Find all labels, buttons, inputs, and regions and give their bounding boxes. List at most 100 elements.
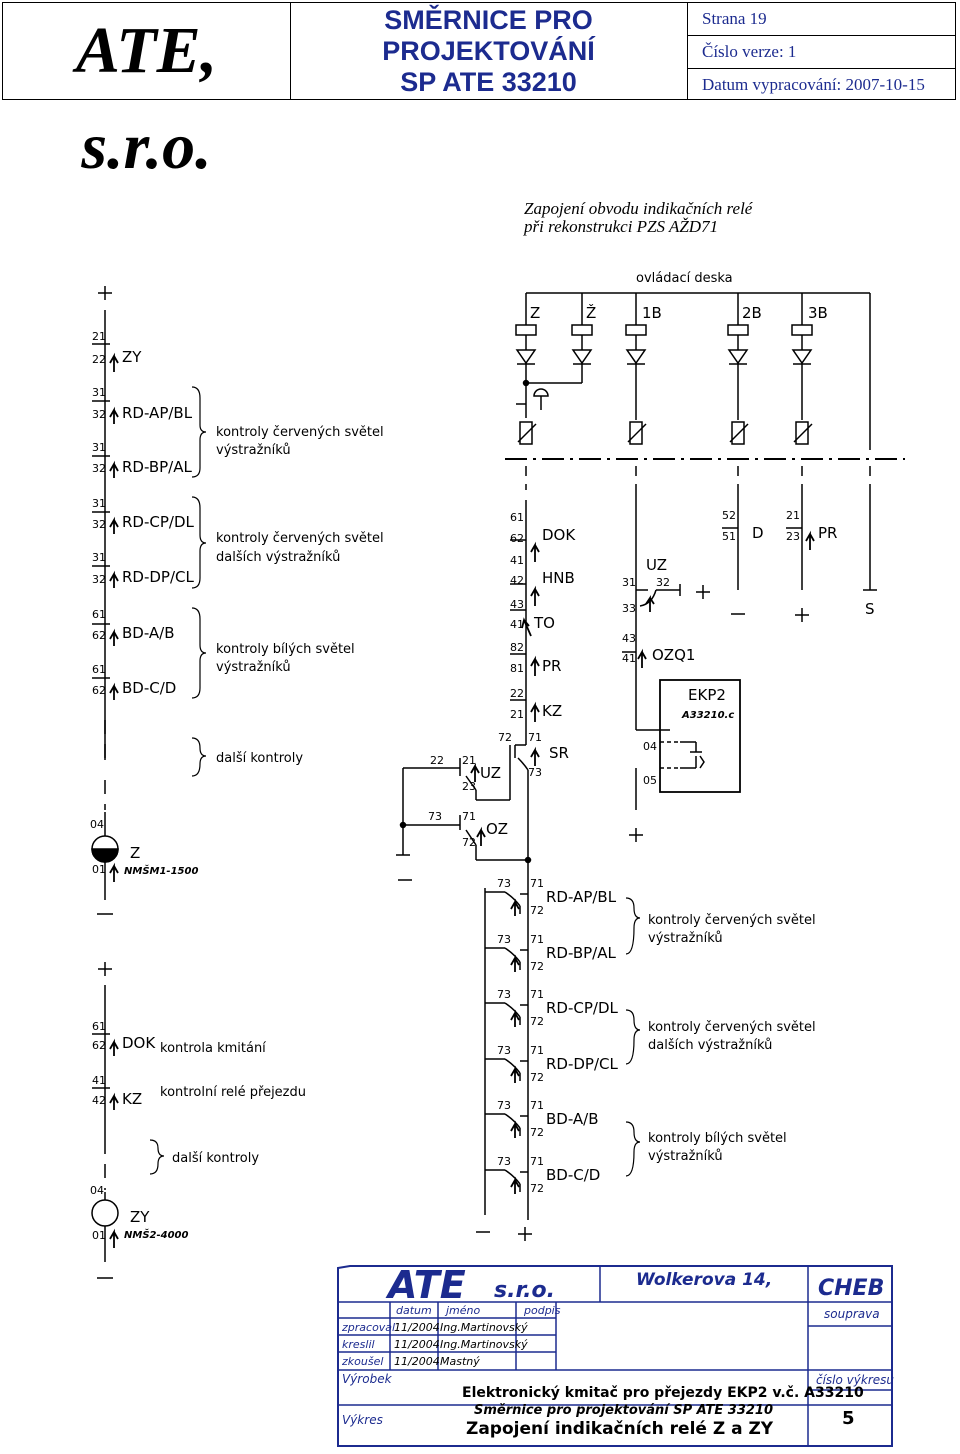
relay-label: DOK: [122, 1034, 156, 1052]
group-label: kontroly červených světel: [648, 1020, 816, 1035]
contact-number: 73: [497, 1155, 511, 1168]
contact-number: 32: [92, 573, 106, 586]
contact-number: 22: [430, 754, 444, 767]
terminal-number: 05: [643, 774, 657, 787]
relay-label: D: [752, 524, 764, 542]
contact-number: 73: [428, 810, 442, 823]
contact-blade: [504, 1169, 521, 1185]
relay-label: RD-AP/BL: [122, 404, 193, 422]
contact-number: 32: [656, 576, 670, 589]
contact-arrow: [510, 954, 520, 972]
contact-number: 01: [92, 1229, 106, 1242]
contact-number: 22: [510, 687, 524, 700]
contact-number: 41: [510, 618, 524, 631]
right-circuit: 31 32 UZ 33 43 41 OZQ1 EKP2 A33210.c 04 …: [622, 490, 877, 842]
relay-label: DOK: [542, 526, 576, 544]
contact-number: 62: [510, 532, 524, 545]
row-name: Ing.Martinovský: [440, 1338, 528, 1351]
contact-number: 21: [462, 754, 476, 767]
role-label: zkoušel: [341, 1355, 383, 1368]
contact-number: 72: [498, 731, 512, 744]
relay-label: TO: [533, 614, 555, 632]
document-meta: Strana 19 Číslo verze: 1 Datum vypracová…: [688, 3, 955, 99]
version-number: Číslo verze: 1: [688, 36, 955, 69]
contact-kz: 41 42 KZ kontrolní relé přejezdu: [92, 1074, 306, 1110]
caption-line-2: při rekonstrukci PZS AŽD71: [524, 217, 719, 236]
ekp2-box: [659, 679, 741, 793]
lower-left-circuit: [98, 962, 112, 1190]
page-header: ATE, s.r.o. SMĚRNICE PRO PROJEKTOVÁNÍ SP…: [2, 2, 956, 183]
group-label: výstražníků: [648, 1149, 723, 1164]
relay-description: kontrola kmitání: [160, 1041, 266, 1056]
relay-type: NMŠM1-1500: [124, 863, 198, 877]
lower-contact-bank: [476, 860, 532, 1241]
contact-number: 31: [622, 576, 636, 589]
device-code: A33210.c: [681, 710, 734, 721]
role-label: zpracoval: [341, 1321, 395, 1334]
contact-number: 61: [92, 1020, 106, 1033]
contact-number: 21: [92, 330, 106, 343]
relay-label: BD-C/D: [122, 679, 176, 697]
contact-rd-dp-cl: 31 32 RD-DP/CL: [92, 551, 195, 588]
group-label: kontroly bílých světel: [648, 1131, 787, 1146]
group-label: dalších výstražníků: [648, 1038, 772, 1053]
middle-circuit: 61 62 DOK 41 42 HNB 43 41 TO 82 81 PR 22…: [396, 500, 576, 881]
relay-label: RD-BP/AL: [122, 458, 193, 476]
lamp-label: Ž: [586, 303, 596, 322]
contact-number: 32: [92, 518, 106, 531]
relay-label: RD-CP/DL: [546, 999, 619, 1017]
contact-number: 72: [530, 1015, 544, 1028]
contact-number: 52: [722, 509, 736, 522]
contact-number: 72: [530, 960, 544, 973]
contact-number: 61: [510, 511, 524, 524]
relay-label: BD-A/B: [122, 624, 175, 642]
relay-label: RD-BP/AL: [546, 944, 617, 962]
relay-label: RD-DP/CL: [546, 1055, 619, 1073]
column-header: jméno: [444, 1304, 481, 1317]
group-label: výstražníků: [216, 443, 291, 458]
relay-label: UZ: [646, 556, 667, 574]
contact-blade: [504, 1058, 521, 1074]
device-label: EKP2: [688, 686, 726, 704]
lamp-label: 2B: [742, 304, 762, 322]
relay-label: BD-C/D: [546, 1166, 600, 1184]
contact-number: 31: [92, 551, 106, 564]
contact-number: 33: [622, 602, 636, 615]
relay-type: NMŠ2-4000: [124, 1227, 189, 1241]
contact-number: 41: [510, 554, 524, 567]
contact-zy: 21 22 ZY: [92, 330, 142, 372]
title-block: ATE s.r.o. Wolkerova 14, CHEB datum jmén…: [337, 1263, 894, 1447]
caption-line-1: Zapojení obvodu indikačních relé: [524, 199, 753, 218]
contact-number: 42: [92, 1094, 106, 1107]
contact-number: 42: [510, 574, 524, 587]
control-board: ovládací deska Z Ž 1B 2B: [505, 271, 905, 490]
contact-blade: [504, 1113, 521, 1129]
relay-label: HNB: [542, 569, 575, 587]
contact-number: 21: [786, 509, 800, 522]
contact-number: 31: [92, 386, 106, 399]
contact-dok: 61 62 DOK kontrola kmitání: [92, 1020, 266, 1056]
row-name: Ing.Martinovský: [440, 1321, 528, 1334]
drawing-title: Zapojení indikačních relé Z a ZY: [466, 1419, 774, 1439]
contact-number: 71: [530, 988, 544, 1001]
group-label: výstražníků: [648, 931, 723, 946]
relay-label: RD-AP/BL: [546, 888, 617, 906]
company-address: Wolkerova 14,: [636, 1270, 772, 1290]
contact-arrow: [510, 1065, 520, 1083]
terminal-label: S: [865, 600, 875, 618]
contact-number: 61: [92, 663, 106, 676]
relay-label: PR: [542, 657, 561, 675]
company-logo: ATE, s.r.o.: [3, 3, 291, 183]
group-label: další kontroly: [172, 1151, 259, 1166]
contact-number: 22: [92, 353, 106, 366]
contact-number: 71: [530, 877, 544, 890]
contact-number: 21: [510, 708, 524, 721]
drawing-number-label: číslo výkresu: [816, 1373, 894, 1387]
contact-arrow: [510, 898, 520, 916]
contact-number: 31: [92, 441, 106, 454]
relay-label: OZ: [486, 820, 508, 838]
